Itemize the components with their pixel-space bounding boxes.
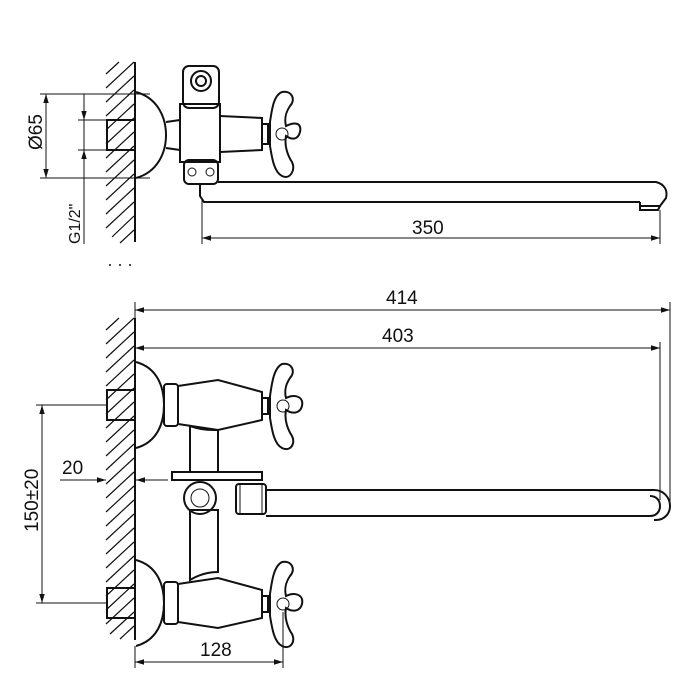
dimension-offset: 20 (60, 458, 168, 483)
dimension-overall-length: 414 (134, 288, 671, 504)
side-view: Ø65 G1/2" 350 (26, 61, 668, 266)
dimension-projection: 128 (134, 612, 284, 668)
dot-marks (109, 264, 131, 266)
side-view-wall (105, 61, 136, 244)
dimension-thread: G1/2" (67, 94, 106, 244)
side-view-flange (135, 91, 168, 179)
front-view-upper-handle (262, 362, 304, 450)
front-view-spout (266, 489, 672, 521)
front-view-wall (105, 317, 136, 640)
front-view: 414 403 150±20 20 128 (22, 288, 672, 668)
dimension-spout-reach-label: 403 (382, 326, 414, 347)
dimension-offset-label: 20 (62, 458, 83, 479)
dimension-spout-length: 350 (201, 200, 661, 244)
dimension-projection-label: 128 (200, 640, 232, 661)
side-view-cross-handle (262, 90, 302, 178)
front-view-lower-valve (177, 509, 263, 630)
dimension-thread-label: G1/2" (67, 204, 84, 244)
front-view-diverter (171, 471, 267, 515)
dimension-center-distance: 150±20 (22, 404, 106, 604)
front-view-upper-valve (177, 378, 263, 473)
dimension-flange-diameter: Ø65 (26, 93, 150, 179)
front-view-lower-handle (262, 560, 304, 648)
side-view-pipe (106, 119, 136, 151)
front-view-lower-inlet (106, 559, 179, 647)
dimension-overall-length-label: 414 (386, 288, 418, 309)
dimension-spout-reach: 403 (135, 326, 661, 500)
dimension-spout-length-label: 350 (412, 218, 444, 239)
side-view-body (179, 65, 263, 185)
dimension-center-distance-label: 150±20 (22, 469, 43, 532)
dimension-flange-diameter-label: Ø65 (26, 114, 47, 150)
side-view-spout (199, 181, 668, 211)
